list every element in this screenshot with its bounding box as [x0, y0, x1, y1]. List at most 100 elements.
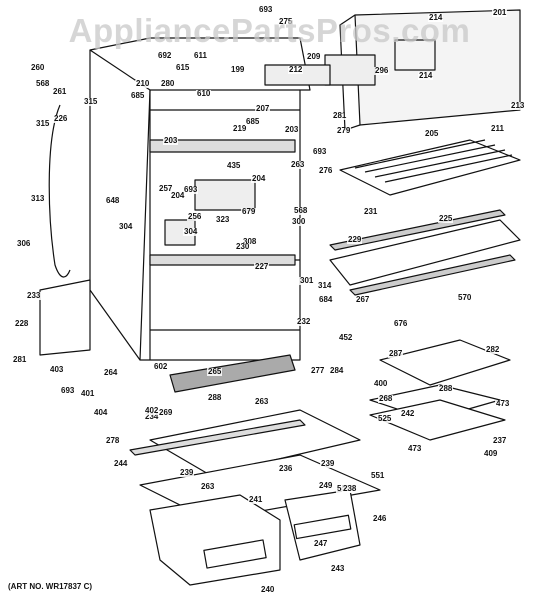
side-panel	[39, 279, 91, 356]
part-number-label: 615	[175, 63, 191, 72]
part-number-label: 279	[336, 126, 352, 135]
part-number-label: 214	[428, 13, 444, 22]
part-number-label: 610	[196, 89, 212, 98]
glass-shelf	[329, 209, 521, 296]
part-number-label: 525	[377, 414, 393, 423]
part-number-label: 263	[200, 482, 216, 491]
part-number-label: 209	[306, 52, 322, 61]
part-number-label: 284	[329, 366, 345, 375]
part-number-label: 452	[338, 333, 354, 342]
part-number-label: 679	[241, 207, 257, 216]
crisper-drawer-right	[284, 489, 361, 561]
part-number-label: 611	[193, 51, 208, 60]
base-grille	[169, 354, 296, 393]
part-number-label: 233	[26, 291, 42, 300]
part-number-label: 261	[52, 87, 68, 96]
drain-tube	[48, 104, 71, 278]
crisper-drawer-left	[149, 494, 281, 586]
part-number-label: 225	[438, 214, 454, 223]
part-number-label: 435	[226, 161, 242, 170]
part-number-label: 693	[60, 386, 76, 395]
part-number-label: 313	[30, 194, 46, 203]
part-number-label: 268	[378, 394, 394, 403]
part-number-label: 214	[418, 71, 434, 80]
part-number-label: 229	[347, 235, 363, 244]
part-number-label: 314	[317, 281, 333, 290]
part-number-label: 693	[312, 147, 328, 156]
part-number-label: 213	[510, 101, 526, 110]
part-number-label: 212	[288, 65, 304, 74]
crisper-cover	[129, 409, 361, 476]
part-number-label: 267	[355, 295, 371, 304]
part-number-label: 304	[118, 222, 134, 231]
part-number-label: 692	[157, 51, 173, 60]
part-number-label: 473	[495, 399, 511, 408]
part-number-label: 232	[296, 317, 312, 326]
part-number-label: 204	[251, 174, 267, 183]
part-number-label: 210	[135, 79, 151, 88]
part-number-label: 247	[313, 539, 329, 548]
part-number-label: 323	[215, 215, 231, 224]
part-number-label: 205	[424, 129, 440, 138]
part-number-label: 304	[183, 227, 199, 236]
part-number-label: 277	[310, 366, 326, 375]
part-number-label: 602	[153, 362, 169, 371]
part-number-label: 260	[30, 63, 46, 72]
part-number-label: 685	[245, 117, 261, 126]
part-number-label: 693	[258, 5, 274, 14]
part-number-label: 288	[207, 393, 223, 402]
part-number-label: 263	[290, 160, 306, 169]
part-number-label: 219	[232, 124, 248, 133]
part-number-label: 243	[330, 564, 346, 573]
art-number: (ART NO. WR17837 C)	[8, 582, 93, 591]
part-number-label: 231	[363, 207, 379, 216]
part-number-label: 264	[103, 368, 119, 377]
part-number-label: 400	[373, 379, 389, 388]
part-number-label: 404	[93, 408, 109, 417]
part-number-label: 685	[130, 91, 146, 100]
part-number-label: 239	[179, 468, 195, 477]
part-number-label: 256	[187, 212, 203, 221]
part-number-label: 226	[53, 114, 69, 123]
part-number-label: 568	[35, 79, 51, 88]
part-number-label: 239	[320, 459, 336, 468]
part-number-label: 300	[291, 217, 307, 226]
part-number-label: 201	[492, 8, 508, 17]
evaporator-cover	[264, 64, 331, 86]
part-number-label: 275	[278, 17, 294, 26]
part-number-label: 211	[490, 124, 505, 133]
part-number-label: 568	[293, 206, 309, 215]
part-number-label: 227	[254, 262, 270, 271]
part-number-label: 238	[342, 484, 358, 493]
part-number-label: 281	[12, 355, 28, 364]
part-number-label: 288	[438, 384, 454, 393]
part-number-label: 241	[248, 495, 264, 504]
part-number-label: 207	[255, 104, 271, 113]
part-number-label: 315	[83, 97, 99, 106]
part-number-label: 257	[158, 184, 174, 193]
part-number-label: 308	[242, 237, 258, 246]
part-number-label: 263	[254, 397, 270, 406]
part-number-label: 242	[400, 409, 416, 418]
part-number-label: 265	[207, 367, 223, 376]
part-number-label: 276	[318, 166, 334, 175]
part-number-label: 287	[388, 349, 404, 358]
part-number-label: 269	[158, 408, 174, 417]
part-number-label: 296	[374, 66, 390, 75]
freezer-wire-shelf	[339, 139, 521, 196]
part-number-label: 473	[407, 444, 423, 453]
part-number-label: 246	[372, 514, 388, 523]
part-number-label: 237	[492, 436, 508, 445]
rear-panel	[339, 9, 521, 131]
part-number-label: 244	[113, 459, 129, 468]
part-number-label: 684	[318, 295, 334, 304]
part-number-label: 249	[318, 481, 334, 490]
part-number-label: 278	[105, 436, 121, 445]
part-number-label: 230	[235, 242, 251, 251]
part-number-label: 676	[393, 319, 409, 328]
part-number-label: 570	[457, 293, 473, 302]
part-number-label: 306	[16, 239, 32, 248]
part-number-label: 409	[483, 449, 499, 458]
part-number-label: 648	[105, 196, 121, 205]
